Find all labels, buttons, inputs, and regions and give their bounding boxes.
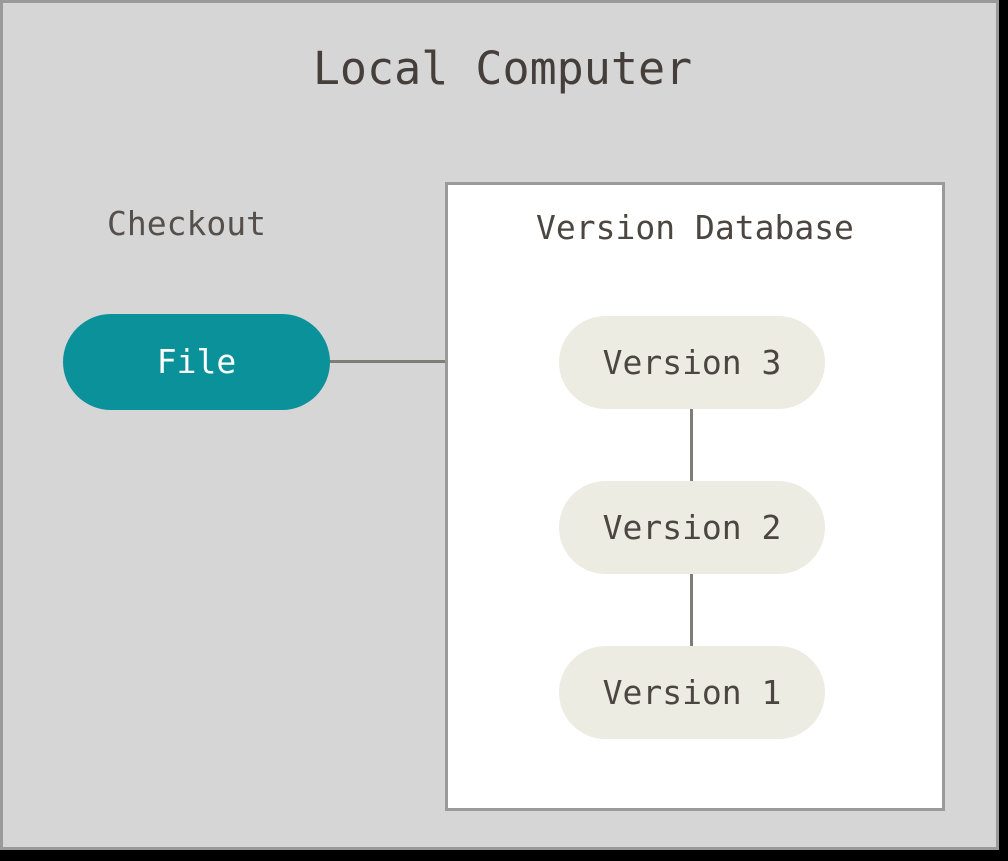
version-node-3-label: Version 3 [602, 342, 782, 382]
version-node-1[interactable]: Version 1 [559, 646, 825, 739]
connector-version-3-to-version-2 [690, 407, 693, 483]
canvas-edge-right [999, 0, 1008, 861]
local-computer-title: Local Computer [312, 42, 693, 95]
version-node-1-label: Version 1 [602, 672, 782, 712]
connector-version-2-to-version-1 [690, 572, 693, 648]
file-node-label: File [156, 342, 237, 381]
version-database-title: Version Database [536, 208, 854, 247]
version-node-3[interactable]: Version 3 [559, 316, 825, 409]
checkout-label: Checkout [107, 204, 266, 243]
local-computer-container: Local Computer Checkout File Version Dat… [0, 0, 999, 850]
file-node[interactable]: File [63, 314, 330, 410]
version-node-2-label: Version 2 [602, 507, 782, 547]
version-node-2[interactable]: Version 2 [559, 481, 825, 574]
canvas-edge-bottom [0, 850, 1008, 861]
